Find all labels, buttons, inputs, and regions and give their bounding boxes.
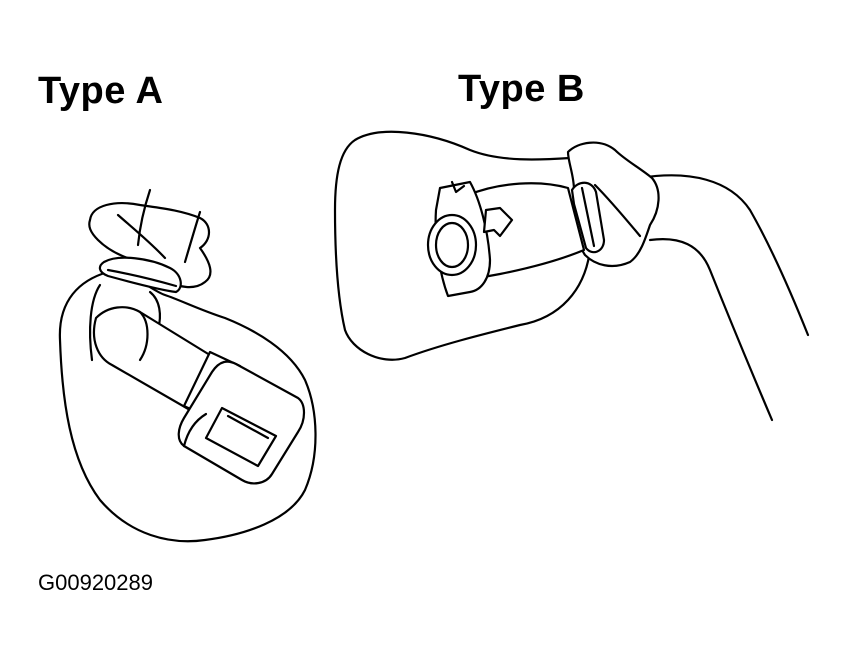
- type-a-illustration: [58, 188, 317, 543]
- type-b-bag: [333, 130, 612, 361]
- type-a-bag-twist: [88, 202, 212, 289]
- arrow-icon: [482, 206, 514, 238]
- type-b-pipe: [638, 174, 810, 337]
- type-b-illustration: [333, 130, 810, 422]
- type-b-connector-body: [466, 182, 586, 280]
- type-b-title: Type B: [458, 68, 585, 110]
- type-a-connector-window: [204, 406, 278, 468]
- figure-code: G00920289: [38, 570, 153, 595]
- type-a-rubber-band: [98, 256, 182, 294]
- type-a-bag: [58, 270, 317, 543]
- type-a-title: Type A: [38, 70, 164, 112]
